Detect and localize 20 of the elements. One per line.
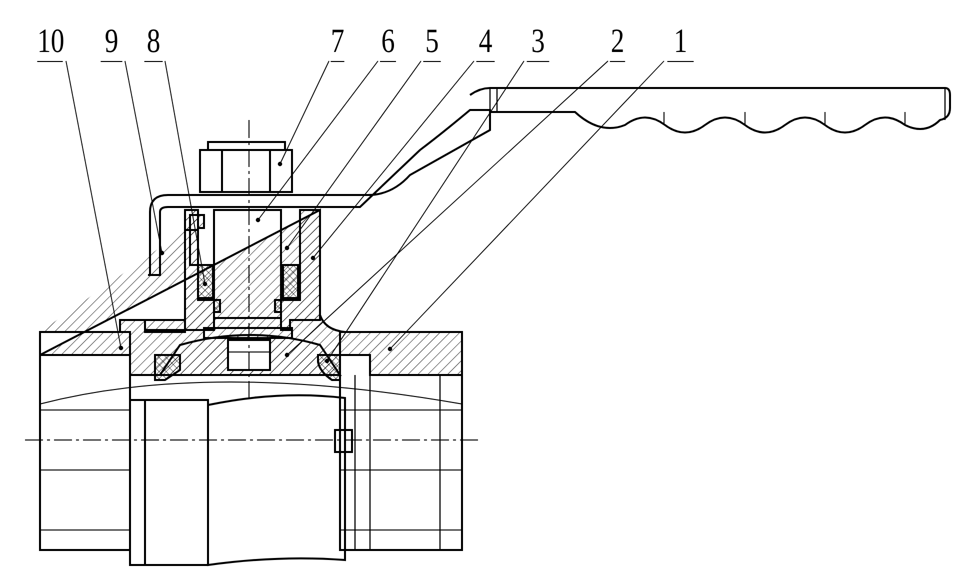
leader-line — [284, 60, 422, 250]
callout-number: 8 — [144, 22, 163, 62]
leader-line — [278, 60, 330, 166]
leader-line — [124, 60, 164, 256]
callout-number: 9 — [100, 22, 122, 62]
leader-line — [324, 60, 524, 364]
leader-line — [66, 60, 124, 350]
callout-number: 10 — [37, 22, 63, 62]
callout-number: 6 — [380, 22, 396, 62]
leader-line — [256, 60, 378, 222]
callout-number: 7 — [330, 22, 344, 62]
callout-number: 4 — [476, 22, 495, 62]
leader-line — [388, 60, 664, 352]
leader-line — [310, 60, 474, 260]
leader-line — [164, 60, 208, 286]
callout-number: 5 — [423, 22, 441, 62]
leader-line — [284, 60, 608, 358]
callout-number: 2 — [610, 22, 626, 62]
callout-number: 3 — [526, 22, 550, 62]
callout-number: 1 — [667, 22, 694, 62]
